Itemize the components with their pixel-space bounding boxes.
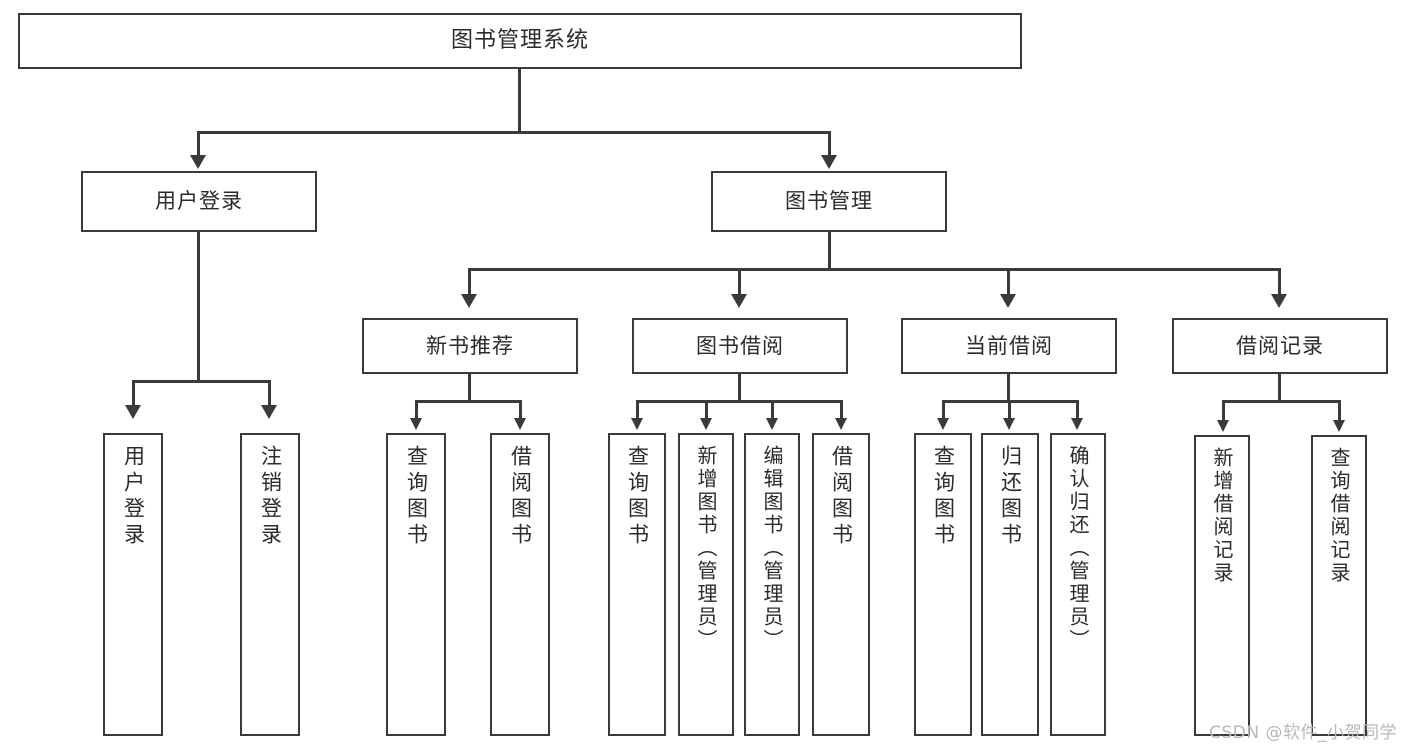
node-label: 新书推荐 xyxy=(426,333,514,358)
node-label: 用户登录 xyxy=(155,189,243,214)
connector-book-manage-to-book-borrow xyxy=(738,268,741,296)
connector-book-borrow-stem xyxy=(738,374,741,402)
arrow-book-borrow-leaf-2 xyxy=(700,418,712,430)
node-leaf-book-borrow-query[interactable]: 查询图书 xyxy=(608,433,666,736)
connector-current-borrow-leaf-1 xyxy=(942,400,945,420)
connector-book-borrow-leaf-2 xyxy=(705,400,708,420)
connector-user-login-leaf-1 xyxy=(132,380,135,407)
connector-root-stem xyxy=(518,69,521,131)
connector-book-borrow-leaf-1 xyxy=(636,400,639,420)
node-leaf-new-book-rec-borrow[interactable]: 借阅图书 xyxy=(490,433,550,736)
connector-root-to-user-login xyxy=(197,131,200,157)
node-leaf-book-borrow-borrow[interactable]: 借阅图书 xyxy=(812,433,870,736)
connector-borrow-record-stem xyxy=(1278,374,1281,402)
connector-book-manage-to-new-book-rec xyxy=(468,268,471,296)
node-leaf-new-book-rec-query[interactable]: 查询图书 xyxy=(386,433,446,736)
arrow-book-manage-to-current-borrow xyxy=(1000,294,1016,308)
arrow-root-to-book-manage xyxy=(821,155,837,169)
node-label: 借阅图书 xyxy=(829,445,854,549)
connector-user-login-leaf-2 xyxy=(268,380,271,407)
connector-new-book-rec-bar xyxy=(415,400,522,403)
connector-user-login-bar xyxy=(132,380,270,383)
node-label: 确认归还（管理员） xyxy=(1066,445,1090,652)
node-leaf-borrow-record-query[interactable]: 查询借阅记录 xyxy=(1311,435,1367,736)
connector-book-borrow-bar xyxy=(636,400,842,403)
node-label: 查询图书 xyxy=(931,445,956,549)
node-current-borrow[interactable]: 当前借阅 xyxy=(901,318,1117,374)
arrow-book-manage-to-book-borrow xyxy=(731,294,747,308)
connector-current-borrow-leaf-3 xyxy=(1076,400,1079,420)
connector-root-to-book-manage xyxy=(828,131,831,157)
arrow-current-borrow-leaf-2 xyxy=(1003,418,1015,430)
node-leaf-book-borrow-edit[interactable]: 编辑图书（管理员） xyxy=(744,433,800,736)
arrow-borrow-record-leaf-1 xyxy=(1217,420,1229,432)
node-new-book-recommend[interactable]: 新书推荐 xyxy=(362,318,578,374)
connector-book-manage-to-current-borrow xyxy=(1007,268,1010,296)
connector-borrow-record-leaf-2 xyxy=(1338,400,1341,422)
connector-book-borrow-leaf-4 xyxy=(840,400,843,420)
node-label: 编辑图书（管理员） xyxy=(760,445,784,652)
node-user-login[interactable]: 用户登录 xyxy=(81,171,317,232)
node-label: 查询借阅记录 xyxy=(1327,447,1351,585)
arrow-book-borrow-leaf-1 xyxy=(631,418,643,430)
node-label: 归还图书 xyxy=(998,445,1023,549)
connector-current-borrow-stem xyxy=(1007,374,1010,402)
arrow-root-to-user-login xyxy=(190,155,206,169)
arrow-current-borrow-leaf-3 xyxy=(1071,418,1083,430)
node-leaf-user-login-logout[interactable]: 注销登录 xyxy=(240,433,300,736)
arrow-new-book-rec-leaf-1 xyxy=(410,418,422,430)
node-label: 查询图书 xyxy=(625,445,650,549)
node-label: 新增借阅记录 xyxy=(1210,447,1234,585)
arrow-book-borrow-leaf-4 xyxy=(835,418,847,430)
node-label: 图书管理系统 xyxy=(450,28,589,54)
node-label: 查询图书 xyxy=(404,445,429,549)
node-label: 用户登录 xyxy=(121,445,146,549)
node-leaf-current-borrow-query[interactable]: 查询图书 xyxy=(914,433,972,736)
node-leaf-current-borrow-confirm-return[interactable]: 确认归还（管理员） xyxy=(1050,433,1106,736)
arrow-book-manage-to-new-book-rec xyxy=(461,294,477,308)
connector-book-manage-bar xyxy=(468,268,1281,271)
connector-book-manage-stem xyxy=(828,232,831,270)
connector-borrow-record-bar xyxy=(1222,400,1340,403)
node-label: 当前借阅 xyxy=(965,333,1053,358)
node-label: 注销登录 xyxy=(258,445,283,549)
node-root-system[interactable]: 图书管理系统 xyxy=(18,13,1022,69)
connector-new-book-rec-stem xyxy=(468,374,471,402)
arrow-book-manage-to-borrow-record xyxy=(1271,294,1287,308)
node-label: 借阅图书 xyxy=(508,445,533,549)
arrow-user-login-leaf-1 xyxy=(125,405,141,419)
arrow-book-borrow-leaf-3 xyxy=(766,418,778,430)
node-leaf-borrow-record-add[interactable]: 新增借阅记录 xyxy=(1194,435,1250,736)
connector-book-borrow-leaf-3 xyxy=(771,400,774,420)
node-label: 借阅记录 xyxy=(1236,333,1324,358)
connector-book-manage-to-borrow-record xyxy=(1278,268,1281,296)
connector-new-book-rec-leaf-2 xyxy=(519,400,522,420)
node-label: 新增图书（管理员） xyxy=(694,445,718,652)
node-borrow-record[interactable]: 借阅记录 xyxy=(1172,318,1388,374)
node-leaf-current-borrow-return[interactable]: 归还图书 xyxy=(981,433,1039,736)
connector-root-bar xyxy=(197,131,831,134)
arrow-user-login-leaf-2 xyxy=(261,405,277,419)
arrow-current-borrow-leaf-1 xyxy=(937,418,949,430)
arrow-borrow-record-leaf-2 xyxy=(1333,420,1345,432)
node-label: 图书借阅 xyxy=(696,333,784,358)
arrow-new-book-rec-leaf-2 xyxy=(514,418,526,430)
node-label: 图书管理 xyxy=(785,189,873,214)
node-leaf-book-borrow-add[interactable]: 新增图书（管理员） xyxy=(678,433,734,736)
connector-current-borrow-leaf-2 xyxy=(1008,400,1011,420)
connector-new-book-rec-leaf-1 xyxy=(415,400,418,420)
node-book-manage[interactable]: 图书管理 xyxy=(711,171,947,232)
connector-user-login-stem xyxy=(197,232,200,382)
node-book-borrow[interactable]: 图书借阅 xyxy=(632,318,848,374)
node-leaf-user-login-login[interactable]: 用户登录 xyxy=(103,433,163,736)
connector-borrow-record-leaf-1 xyxy=(1222,400,1225,422)
